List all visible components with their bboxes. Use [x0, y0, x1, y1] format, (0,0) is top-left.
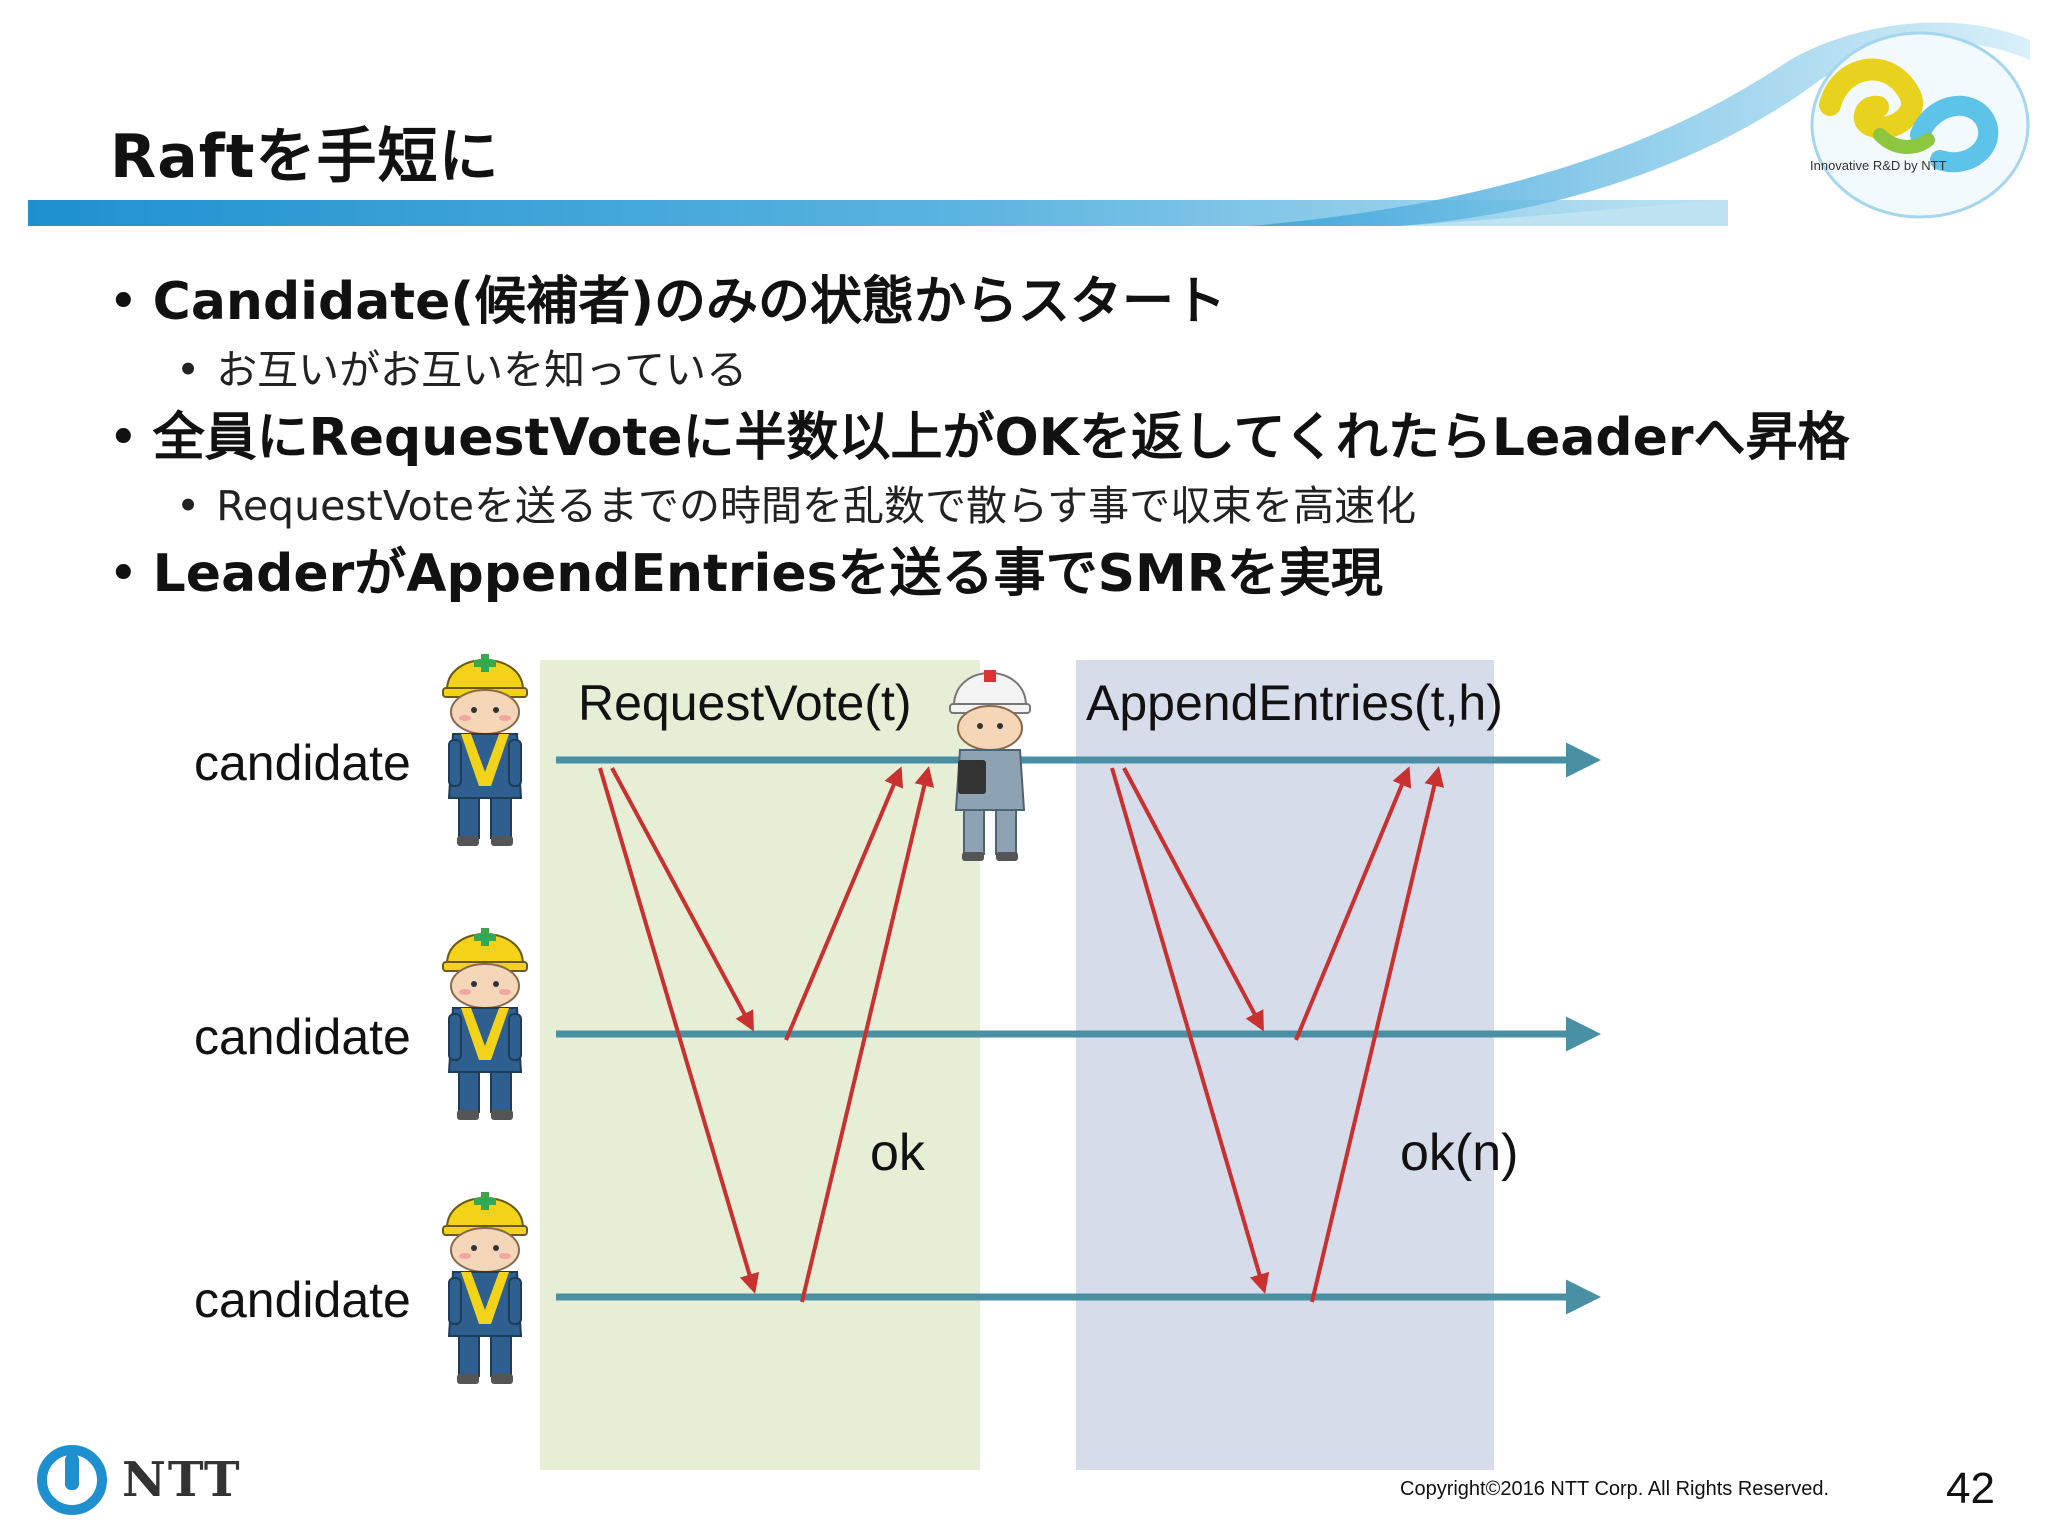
ok-n-from-node-3 — [1310, 766, 1445, 1303]
node-label-2: candidate — [194, 1009, 411, 1065]
ntt-logo-icon — [37, 1445, 107, 1515]
append-entries-to-node-2 — [1122, 767, 1264, 1032]
innovative-rd-logo — [1810, 31, 2030, 219]
bullet-list: Candidate(候補者)のみの状態からスタート お互いがお互いを知っている … — [108, 268, 2008, 608]
append-entries-to-node-3 — [1110, 767, 1270, 1294]
copyright-notice: Copyright©2016 NTT Corp. All Rights Rese… — [1400, 1478, 1829, 1500]
ok-n-label: ok(n) — [1400, 1124, 1518, 1182]
raft-sequence-diagram: RequestVote(t) AppendEntries(t,h) ok ok(… — [194, 653, 1601, 1470]
bullet-mutual-knowledge: お互いがお互いを知っている — [108, 336, 2008, 404]
append-entries-label: AppendEntries(t,h) — [1086, 675, 1503, 731]
page-number: 42 — [1946, 1464, 1995, 1513]
ok-n-from-node-2 — [1294, 766, 1412, 1041]
request-vote-to-node-3 — [598, 767, 760, 1294]
request-vote-to-node-2 — [610, 767, 754, 1032]
phase1-background — [540, 660, 980, 1470]
logo-caption: Innovative R&D by NTT — [1810, 158, 1947, 173]
header-band — [28, 22, 2030, 226]
bullet-leader-promotion: 全員にRequestVoteに半数以上がOKを返してくれたらLeaderへ昇格 — [108, 404, 2008, 472]
worker-figure-2 — [442, 927, 528, 1121]
phase2-background — [1076, 660, 1494, 1470]
node-label-1: candidate — [194, 735, 411, 791]
worker-figure-3 — [442, 1191, 528, 1385]
leader-figure — [949, 670, 1031, 861]
ok-from-node-3 — [800, 766, 935, 1303]
ntt-brand-text: NTT — [122, 1452, 242, 1508]
ok-label: ok — [870, 1124, 926, 1182]
bullet-candidate-start: Candidate(候補者)のみの状態からスタート — [108, 268, 2008, 336]
bullet-append-entries: LeaderがAppendEntriesを送る事でSMRを実現 — [108, 540, 2008, 608]
ok-from-node-2 — [784, 766, 903, 1041]
node-label-3: candidate — [194, 1272, 411, 1328]
bullet-random-timeout: RequestVoteを送るまでの時間を乱数で散らす事で収束を高速化 — [108, 472, 2008, 540]
worker-figure-1 — [442, 653, 528, 847]
slide-title: Raftを手短に — [110, 122, 500, 192]
request-vote-label: RequestVote(t) — [578, 675, 912, 731]
